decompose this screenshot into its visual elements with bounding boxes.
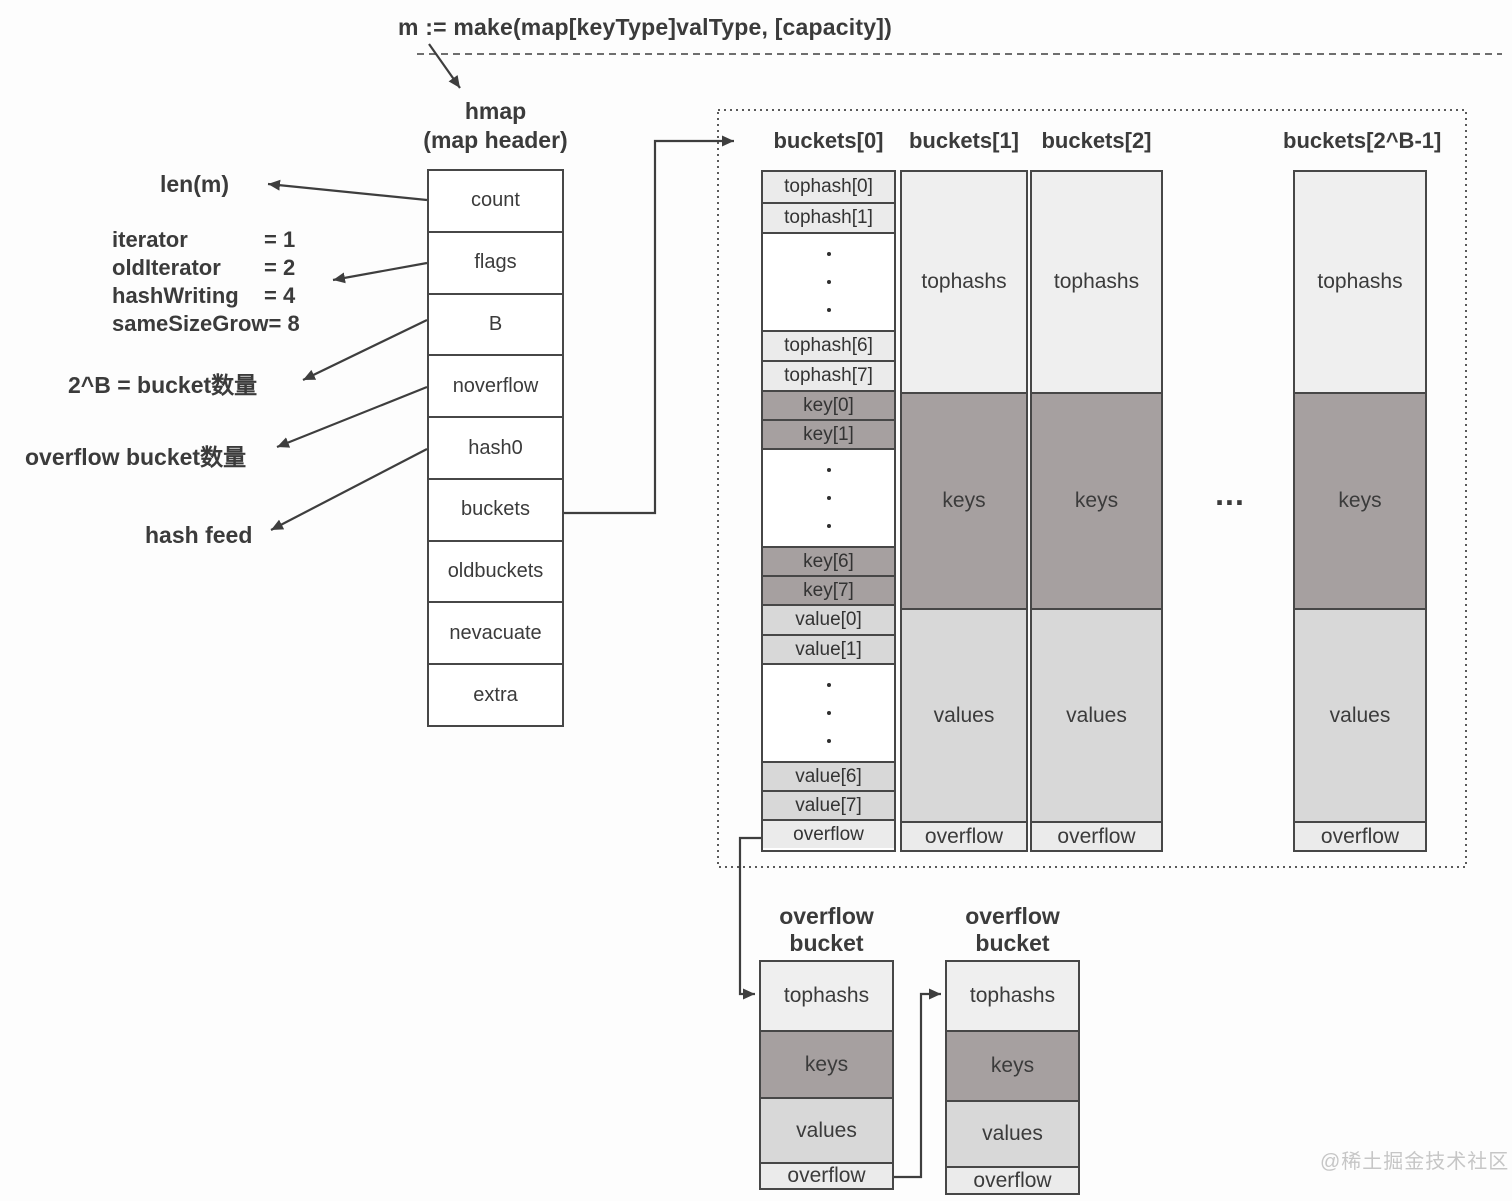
flag-name: oldIterator — [112, 255, 221, 280]
bucket0-value7: value[7] — [763, 790, 894, 819]
bucket0-tophash1: tophash[1] — [763, 202, 894, 232]
hmap-title-name: hmap — [464, 98, 527, 124]
hmap-field-count: count — [429, 171, 562, 231]
arrow-buckets-field-to-buckets0 — [564, 135, 734, 515]
bucket0-value1: value[1] — [763, 634, 894, 663]
hmap-field-buckets: buckets — [429, 477, 562, 540]
vertical-ellipsis — [763, 663, 894, 761]
bucket-last-values: values — [1295, 608, 1425, 821]
annotation-flag-constants: iterator = 1 oldIterator = 2 hashWriting = … — [112, 226, 300, 338]
hmap-field-oldbuckets: oldbuckets — [429, 539, 562, 602]
hmap-field-flags: flags — [429, 230, 562, 293]
overflow-bucket1-title: overflow bucket — [779, 903, 874, 956]
annotation-overflow-count: overflow bucket数量 — [25, 444, 247, 470]
bucket0-tophash0: tophash[0] — [763, 172, 894, 202]
arrow-bucket0-to-overflow-bucket — [738, 836, 761, 1000]
overflow-bucket2-values: values — [947, 1100, 1078, 1166]
bucket-last-column: tophashs keys values overflow — [1293, 170, 1427, 852]
watermark: @稀土掘金技术社区 — [1320, 1151, 1510, 1173]
flag-constant-olditerator: oldIterator = 2 — [112, 254, 300, 282]
flag-value: = 8 — [268, 311, 300, 336]
flag-constant-samesizegrow: sameSizeGrow= 8 — [112, 310, 300, 338]
overflow-bucket2-title: overflow bucket — [965, 903, 1060, 956]
hmap-title: hmap (map header) — [408, 97, 583, 155]
overflow-bucket1-overflow: overflow — [761, 1162, 892, 1188]
bucket-last-keys: keys — [1295, 392, 1425, 608]
arrow-overflow-bucket-chain — [894, 988, 941, 1179]
bucket1-values: values — [902, 608, 1026, 821]
arrow-count-to-len — [267, 179, 428, 202]
bucket1-overflow: overflow — [902, 821, 1026, 850]
flag-value: = 1 — [264, 227, 296, 252]
header-buckets0: buckets[0] — [773, 128, 884, 153]
bucket2-values: values — [1032, 608, 1161, 821]
flag-constant-iterator: iterator = 1 — [112, 226, 300, 254]
bucket0-key0: key[0] — [763, 390, 894, 419]
flag-constant-hashwriting: hashWriting = 4 — [112, 282, 300, 310]
bucket1-column: tophashs keys values overflow — [900, 170, 1028, 852]
hmap-field-hash0: hash0 — [429, 416, 562, 478]
bucket2-column: tophashs keys values overflow — [1030, 170, 1163, 852]
overflow-bucket2: tophashs keys values overflow — [945, 960, 1080, 1195]
bucket0-value0: value[0] — [763, 604, 894, 634]
bucket-last-overflow: overflow — [1295, 821, 1425, 850]
overflow-bucket2-keys: keys — [947, 1030, 1078, 1100]
bucket0-tophash7: tophash[7] — [763, 360, 894, 390]
vertical-ellipsis — [763, 448, 894, 546]
annotation-hash-feed: hash feed — [145, 522, 253, 548]
hmap-field-extra: extra — [429, 663, 562, 726]
arrow-code-to-hmap — [428, 43, 461, 89]
overflow-bucket1-values: values — [761, 1097, 892, 1162]
header-buckets-last: buckets[2^B-1] — [1283, 128, 1442, 153]
flag-name: iterator — [112, 227, 188, 252]
flag-name: hashWriting — [112, 283, 239, 308]
bucket0-column: tophash[0] tophash[1] tophash[6] tophash… — [761, 170, 896, 852]
arrow-hash0-to-hash-feed — [270, 448, 428, 531]
flag-name: sameSizeGrow — [112, 311, 269, 336]
flag-value: = 2 — [264, 255, 296, 280]
annotation-len: len(m) — [160, 171, 229, 197]
code-title: m := make(map[keyType]valType, [capacity… — [398, 14, 892, 40]
header-buckets2: buckets[2] — [1041, 128, 1152, 153]
columns-ellipsis: ... — [1215, 476, 1245, 512]
flag-value: = 4 — [264, 283, 296, 308]
hmap-title-subtitle: (map header) — [423, 127, 568, 153]
header-buckets1: buckets[1] — [908, 128, 1020, 153]
hmap-struct-box: count flags B noverflow hash0 buckets ol… — [427, 169, 564, 727]
bucket0-key6: key[6] — [763, 546, 894, 575]
bucket0-key1: key[1] — [763, 419, 894, 448]
arrow-noverflow-to-overflow-count — [276, 385, 428, 449]
buckets-region-border — [717, 109, 1467, 868]
bucket0-overflow: overflow — [763, 819, 894, 848]
bucket0-key7: key[7] — [763, 575, 894, 604]
bucket1-keys: keys — [902, 392, 1026, 608]
hmap-field-noverflow: noverflow — [429, 354, 562, 417]
overflow-bucket1-tophashs: tophashs — [761, 962, 892, 1030]
bucket2-tophashs: tophashs — [1032, 172, 1161, 392]
bucket0-tophash6: tophash[6] — [763, 330, 894, 360]
annotation-bucket-count: 2^B = bucket数量 — [68, 372, 258, 398]
overflow-bucket1: tophashs keys values overflow — [759, 960, 894, 1190]
arrow-flags-to-constants — [332, 261, 428, 284]
overflow-bucket2-tophashs: tophashs — [947, 962, 1078, 1030]
vertical-ellipsis — [763, 232, 894, 330]
bucket1-tophashs: tophashs — [902, 172, 1026, 392]
arrow-b-to-bucket-count — [302, 319, 428, 381]
overflow-bucket2-overflow: overflow — [947, 1166, 1078, 1193]
bucket0-value6: value[6] — [763, 761, 894, 790]
bucket-last-tophashs: tophashs — [1295, 172, 1425, 392]
overflow-bucket1-keys: keys — [761, 1030, 892, 1097]
hmap-field-nevacuate: nevacuate — [429, 601, 562, 664]
hmap-field-b: B — [429, 292, 562, 355]
bucket2-overflow: overflow — [1032, 821, 1161, 850]
bucket2-keys: keys — [1032, 392, 1161, 608]
